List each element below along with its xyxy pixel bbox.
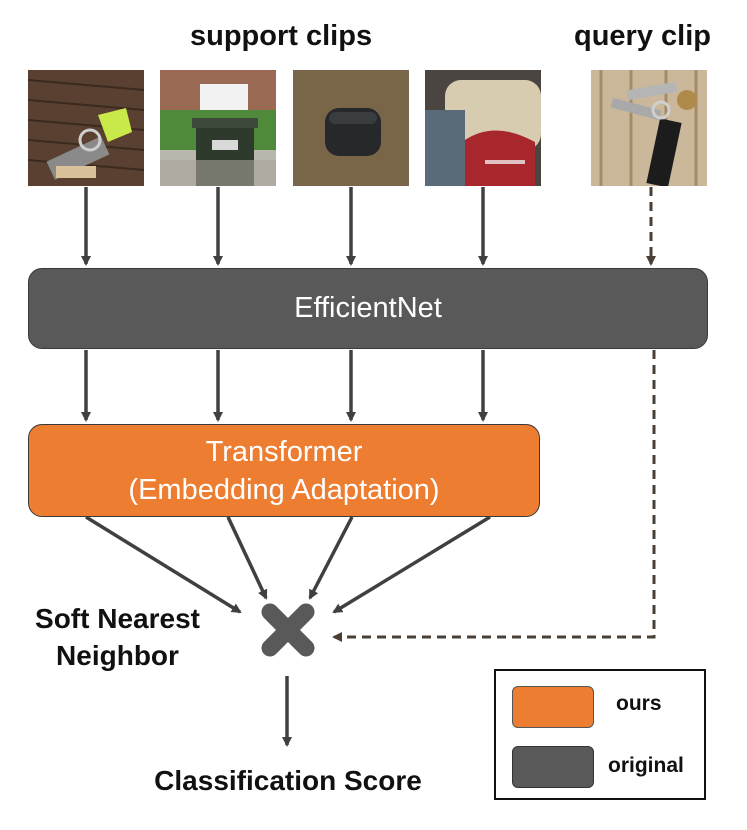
arrow-tr3-operator: [308, 516, 354, 600]
dashed-query-operator: [332, 350, 656, 642]
snn-line-2: Neighbor: [56, 640, 179, 671]
soft-nn-operator-icon: [261, 603, 315, 657]
armchair-with-red-bag-icon: [425, 70, 541, 186]
keys-with-yellow-tag-icon: [28, 70, 144, 186]
efficientnet-label: EfficientNet: [294, 292, 442, 324]
classification-score-label: Classification Score: [154, 765, 422, 796]
arrow-tr1-operator: [85, 515, 242, 614]
transformer-sublabel: (Embedding Adaptation): [128, 473, 440, 506]
dark-earbud-case-icon: [293, 70, 409, 186]
legend: ours original: [494, 669, 706, 800]
snn-line-1: Soft Nearest: [35, 603, 200, 634]
green-wheelie-bin-icon: [160, 70, 276, 186]
transformer-block: Transformer (Embedding Adaptation): [28, 424, 540, 517]
legend-swatch-original: [512, 746, 594, 788]
support-clip-2: [160, 70, 276, 186]
soft-nearest-neighbor-label: Soft Nearest Neighbor: [20, 600, 215, 674]
support-clip-4: [425, 70, 541, 186]
support-clips-heading: support clips: [190, 20, 373, 52]
support-clip-1: [28, 70, 144, 186]
legend-label-ours: ours: [616, 692, 662, 715]
efficientnet-block: EfficientNet: [28, 268, 708, 349]
keys-on-fence-icon: [591, 70, 707, 186]
arrow-tr2-operator: [226, 516, 268, 600]
support-clip-3: [293, 70, 409, 186]
legend-swatch-ours: [512, 686, 594, 728]
query-clip-heading: query clip: [574, 20, 711, 52]
arrow-tr4-operator: [332, 515, 491, 614]
legend-label-original: original: [608, 754, 684, 777]
query-clip: [591, 70, 707, 186]
transformer-label: Transformer: [205, 435, 363, 468]
